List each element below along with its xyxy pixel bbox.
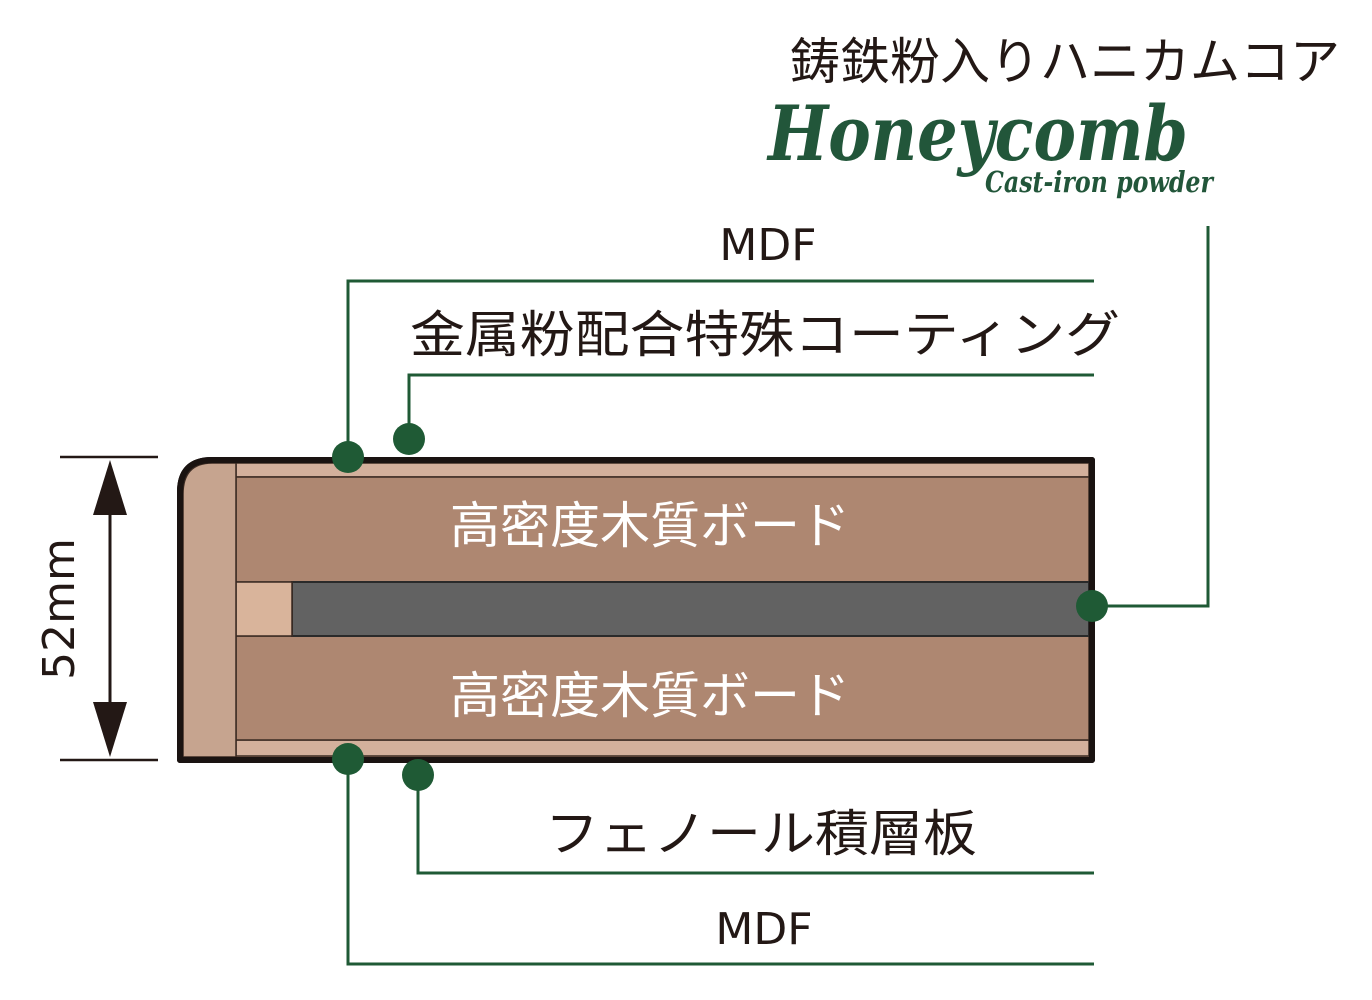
mdf-top-layer — [235, 462, 1090, 478]
core-edge-spacer — [235, 581, 293, 637]
leader-mdf-bottom — [346, 759, 1094, 966]
leader-honeycomb — [1092, 226, 1210, 608]
leader-lines — [346, 226, 1210, 966]
core-label: 鋳鉄粉入りハニカムコア — [790, 33, 1340, 91]
phenolic-label: フェノール積層板 — [545, 805, 977, 863]
dot-icon — [332, 743, 364, 775]
leader-coating-top — [407, 373, 1094, 439]
honeycomb-core-layer — [291, 581, 1090, 637]
dot-icon — [393, 423, 425, 455]
leader-dots — [332, 423, 1108, 791]
mdf-bottom-layer — [235, 739, 1090, 757]
panel-body: 高密度木質ボード 高密度木質ボード — [177, 457, 1095, 763]
thickness-dimension: 52mm — [34, 455, 158, 762]
mdf-top-label: MDF — [719, 220, 816, 271]
board-top-label: 高密度木質ボード — [450, 497, 850, 555]
board-top-layer — [235, 476, 1090, 583]
double-arrow-icon — [93, 460, 127, 757]
brand-logo: Honeycomb Cast-iron powder — [766, 89, 1215, 199]
leader-phenolic — [416, 775, 1094, 875]
brand-name: Honeycomb — [766, 89, 1188, 178]
brand-subtitle: Cast-iron powder — [985, 165, 1215, 199]
dot-icon — [1076, 590, 1108, 622]
panel-outline-stroke — [177, 457, 1095, 763]
front-edge-band — [182, 462, 237, 758]
leader-mdf-top — [346, 279, 1094, 457]
thickness-label: 52mm — [34, 538, 85, 680]
mdf-bottom-label: MDF — [715, 904, 812, 955]
dot-icon — [332, 441, 364, 473]
coating-label: 金属粉配合特殊コーティング — [410, 306, 1120, 364]
dot-icon — [402, 759, 434, 791]
board-bottom-label: 高密度木質ボード — [450, 667, 850, 725]
